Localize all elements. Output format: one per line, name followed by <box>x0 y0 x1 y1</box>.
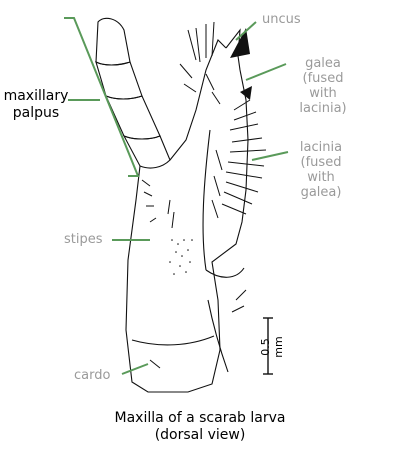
palpus-outline <box>95 17 171 169</box>
uncus-hook <box>230 28 250 58</box>
stipes-stipple <box>169 239 193 275</box>
palpus-bracket <box>64 17 140 177</box>
maxillary-palpus-label-line: palpus <box>12 105 60 121</box>
maxillary-palpus-label-line: maxillary <box>3 88 69 104</box>
maxilla-body <box>125 28 249 393</box>
caption-line: (dorsal view) <box>154 427 246 443</box>
lacinia-label-line: galea) <box>300 185 342 200</box>
uncus-label: uncus <box>262 12 301 27</box>
cardo-leader <box>121 363 149 375</box>
stipes-label: stipes <box>64 232 103 247</box>
caption-line: Maxilla of a scarab larva <box>114 410 286 426</box>
maxillary-palpus-label: maxillary palpus <box>0 88 72 122</box>
leader-lines <box>64 17 289 375</box>
galea-label: galea (fused with lacinia) <box>288 56 358 116</box>
lacinia-leader <box>251 151 289 161</box>
scale-bar-label: 0.5 mm <box>259 336 285 358</box>
uncus-leader <box>235 21 257 41</box>
lacinia-label: lacinia (fused with galea) <box>286 140 356 200</box>
galea-label-line: lacinia) <box>299 101 347 116</box>
galea-tooth <box>240 86 252 100</box>
lacinia-label-line: with <box>307 170 335 185</box>
lacinia-label-line: (fused <box>300 155 342 170</box>
galea-label-line: with <box>309 86 337 101</box>
galea-label-line: galea <box>305 56 341 71</box>
galea-leader <box>245 63 287 81</box>
cardo-label: cardo <box>74 368 111 383</box>
lacinia-label-line: lacinia <box>299 140 343 155</box>
scale-bar <box>263 317 273 375</box>
bristles <box>141 21 267 369</box>
figure-caption: Maxilla of a scarab larva (dorsal view) <box>0 410 400 444</box>
galea-label-line: (fused <box>302 71 344 86</box>
